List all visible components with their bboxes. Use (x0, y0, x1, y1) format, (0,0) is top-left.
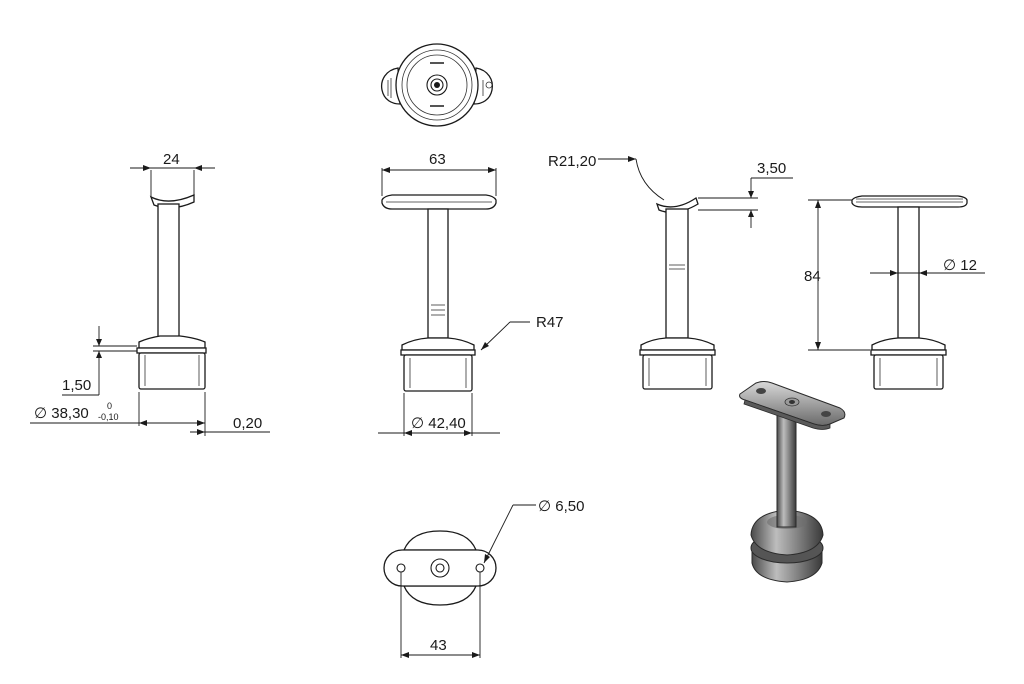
dim-height: 84 (804, 268, 821, 285)
dim-base-diameter: ∅ 42,40 (411, 415, 466, 432)
front-view (378, 167, 530, 436)
dim-hole-diameter: ∅ 6,50 (538, 498, 584, 515)
side-view-saddle (598, 156, 793, 390)
side-view-left (30, 165, 270, 436)
bottom-view (383, 504, 536, 658)
dim-tol-upper: 0 (107, 401, 112, 411)
top-view (380, 43, 494, 127)
dim-saddle-radius: R21,20 (548, 153, 596, 170)
dim-hole-spacing: 43 (430, 637, 447, 654)
dim-saddle-depth: 3,50 (757, 160, 786, 177)
dim-post-diameter: ∅ 12 (943, 257, 977, 274)
dim-base-radius: R47 (536, 314, 564, 331)
side-view-right (808, 195, 985, 390)
dim-top-width: 24 (163, 151, 180, 168)
isometric-render (739, 381, 846, 583)
dim-flange-height: 1,50 (62, 377, 91, 394)
dim-tol-lower: -0,10 (98, 412, 119, 422)
dim-tube-diameter: ∅ 38,30 (34, 405, 89, 422)
dim-gap: 0,20 (233, 415, 262, 432)
dim-plate-length: 63 (429, 151, 446, 168)
